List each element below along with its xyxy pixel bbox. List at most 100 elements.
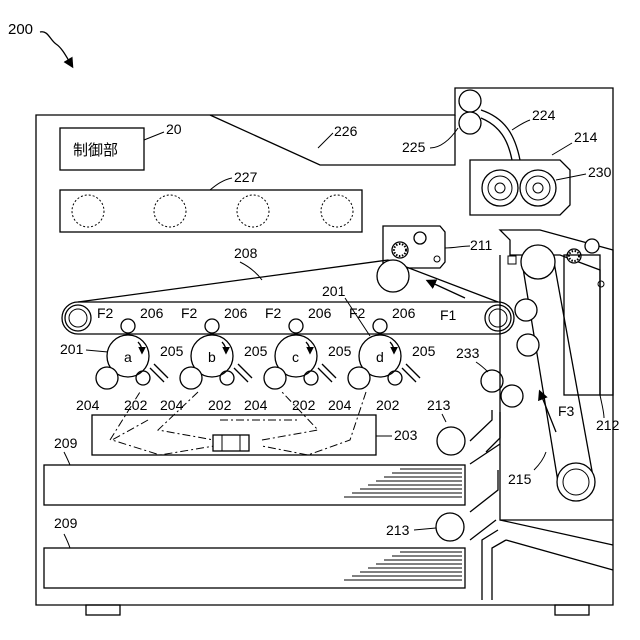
arrow-f3	[540, 392, 556, 432]
fixing-case-leader	[552, 143, 572, 155]
duplex-frame-leader	[600, 395, 604, 418]
led-element-3	[237, 195, 269, 227]
fixing-unit-leader	[512, 120, 530, 130]
led-element-2	[154, 195, 186, 227]
belt-drive-roller	[377, 260, 409, 292]
paper-stack-2	[344, 552, 462, 580]
fixing-roller-left	[482, 170, 518, 206]
cleaner-roller-a	[96, 367, 118, 389]
drum-letter-c: c	[292, 349, 299, 365]
arrow-f1	[428, 281, 465, 298]
heater-leader	[556, 174, 586, 180]
cover-leader	[318, 133, 333, 148]
blade-d-2	[406, 364, 420, 378]
label-roller-225: 225	[402, 139, 426, 155]
tray-1-leader	[64, 452, 70, 465]
transfer-belt-upper	[78, 260, 498, 302]
label-fixing-unit: 224	[532, 107, 556, 123]
label-blade-c: 202	[292, 397, 316, 413]
label-charge-c: 206	[308, 305, 332, 321]
label-developer-d: 205	[412, 343, 436, 359]
blade-b-1	[234, 368, 248, 382]
developer-roller-b	[220, 371, 234, 385]
label-belt: 208	[234, 245, 258, 261]
charge-roller-a	[121, 319, 135, 333]
duplex-small-roller	[585, 239, 599, 253]
registration-roller-right	[501, 385, 523, 407]
label-tray-2: 209	[54, 515, 78, 531]
blade-a-1	[150, 368, 164, 382]
label-blade-b: 202	[208, 397, 232, 413]
label-exposure-unit: 203	[394, 427, 418, 443]
pickup-roller-1-leader	[442, 414, 446, 422]
polygon-mirror	[213, 435, 249, 451]
developer-roller-c	[304, 371, 318, 385]
drum-letter-a: a	[124, 349, 132, 365]
charge-roller-c	[289, 319, 303, 333]
duplex-transport-roller-1	[515, 299, 537, 321]
label-cleaner-b: 204	[160, 397, 184, 413]
developer-roller-a	[136, 371, 150, 385]
label-drum-d: 201	[322, 283, 346, 299]
pickup-roller-2	[436, 513, 464, 541]
exit-roller-upper	[459, 90, 481, 112]
label-charge-d: 206	[392, 305, 416, 321]
label-f2-b: F2	[181, 305, 198, 321]
label-machine: 200	[8, 21, 33, 38]
label-registration: 233	[456, 345, 480, 361]
led-head-unit	[60, 190, 362, 232]
paper-path-upper	[481, 110, 520, 160]
blade-b-2	[238, 364, 252, 378]
led-head-leader	[210, 178, 232, 190]
drum-letter-d: d	[376, 349, 384, 365]
control-unit-leader	[144, 132, 164, 140]
label-pickup-roller-1: 213	[427, 397, 451, 413]
label-tray-1: 209	[54, 435, 78, 451]
label-secondary-transfer: 211	[470, 237, 493, 253]
label-charge-a: 206	[140, 305, 164, 321]
registration-leader	[476, 362, 488, 372]
cleaner-roller-d	[348, 367, 370, 389]
label-charge-b: 206	[224, 305, 248, 321]
blade-c-1	[318, 368, 332, 382]
duplex-pin	[598, 281, 604, 287]
secondary-transfer-pin	[434, 256, 440, 262]
developer-roller-d	[388, 371, 402, 385]
label-fixing-case: 214	[574, 129, 598, 145]
paper-path-lower	[481, 118, 512, 160]
fixing-roller-right	[520, 170, 556, 206]
label-cover: 226	[334, 123, 358, 139]
led-element-4	[321, 195, 353, 227]
foot-left	[86, 605, 120, 615]
led-element-1	[72, 195, 104, 227]
paper-stack-1	[344, 469, 462, 497]
foot-right	[555, 605, 589, 615]
label-developer-c: 205	[328, 343, 352, 359]
duplex-belt	[522, 262, 594, 482]
label-pickup-roller-2: 213	[386, 522, 410, 538]
duplex-lower-guides	[500, 520, 613, 570]
label-control-unit-ref: 20	[166, 121, 182, 137]
label-duplex-belt: 215	[508, 471, 532, 487]
label-f2-c: F2	[265, 305, 282, 321]
blade-c-2	[322, 364, 336, 378]
label-developer-a: 205	[160, 343, 184, 359]
secondary-transfer-leader	[445, 246, 470, 248]
label-developer-b: 205	[244, 343, 268, 359]
label-cleaner-a: 204	[76, 397, 100, 413]
cleaner-roller-c	[264, 367, 286, 389]
label-duplex-frame: 212	[596, 417, 620, 433]
tray-2-leader	[64, 534, 70, 548]
duplex-sensor	[508, 256, 516, 264]
exit-roller-lower	[459, 112, 481, 134]
machine-leader-arrow	[40, 32, 72, 66]
control-unit-text: 制御部	[73, 142, 118, 159]
label-cleaner-d: 204	[328, 397, 352, 413]
charge-roller-d	[373, 319, 387, 333]
roller-225-leader	[430, 128, 458, 148]
blade-d-1	[402, 368, 416, 382]
label-f2-a: F2	[97, 305, 114, 321]
drum-letter-b: b	[208, 349, 216, 365]
label-arrow-f3: F3	[558, 403, 575, 419]
